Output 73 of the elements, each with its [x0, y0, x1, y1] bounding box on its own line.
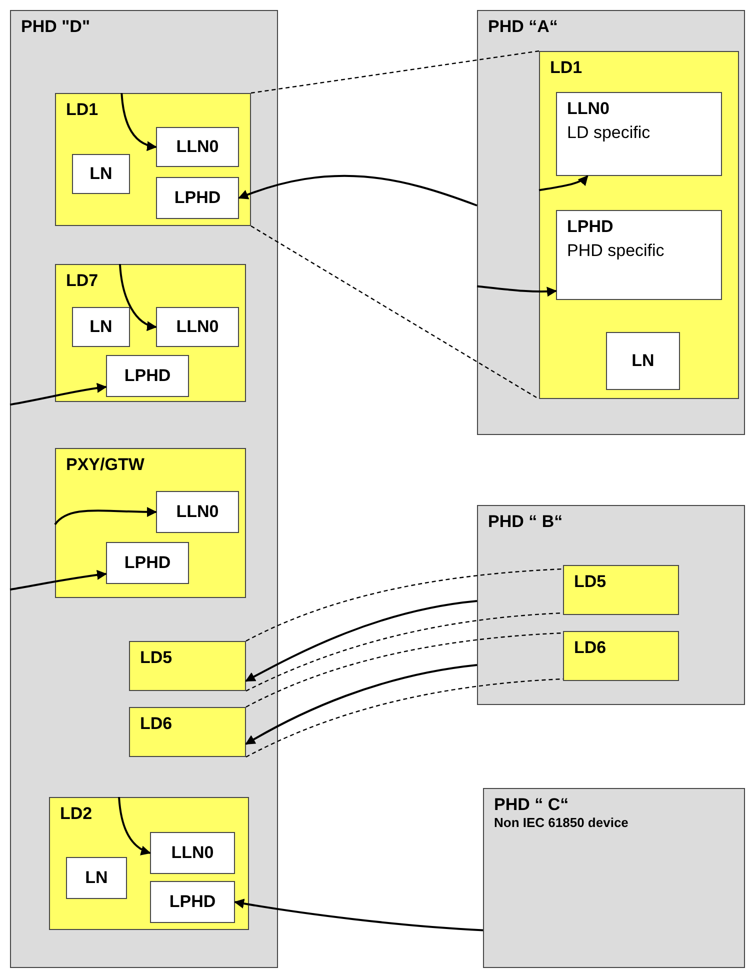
logical-node-box [156, 491, 239, 533]
box-title: LLN0 [176, 502, 219, 522]
logical-node-box [156, 177, 239, 219]
logical-node-box [72, 154, 130, 194]
box-title: PHD “A“ [488, 17, 559, 37]
box-subtitle: LD specific [567, 123, 652, 143]
box-title: PXY/GTW [66, 455, 146, 475]
box-title: LD5 [140, 648, 174, 668]
box-title: LD2 [60, 804, 94, 824]
box-title: LPHD [174, 188, 221, 208]
box-title: PHD “ C“ [494, 795, 570, 815]
box-title: LLN0 [567, 99, 610, 119]
box-title: LN [85, 868, 108, 888]
box-title: PHD “ B“ [488, 512, 564, 532]
box-title: LN [632, 351, 654, 371]
logical-node-box [106, 355, 189, 397]
logical-node-box [606, 332, 680, 390]
logical-device-box [563, 631, 679, 681]
logical-device-box [55, 448, 246, 598]
box-title: LN [90, 164, 112, 184]
arrow [10, 383, 107, 406]
logical-node-box [106, 542, 189, 584]
logical-device-box [49, 797, 249, 930]
dashed-line [246, 632, 564, 708]
arrow [54, 506, 157, 526]
box-title: LD1 [550, 58, 584, 78]
arrow [476, 285, 557, 297]
box-title: LD5 [574, 572, 608, 592]
logical-device-box [129, 707, 246, 757]
logical-node-box [556, 210, 722, 300]
logical-node-box [556, 92, 722, 176]
arrow [118, 264, 157, 330]
logical-node-box [150, 881, 235, 923]
dashed-line [250, 225, 540, 400]
logical-node-box [156, 307, 239, 347]
logical-node-box [72, 307, 130, 347]
arrow [10, 570, 107, 591]
box-title: LPHD [169, 892, 216, 912]
box-title: LLN0 [176, 317, 219, 337]
box-title: LD1 [66, 100, 100, 120]
arrow [118, 796, 151, 855]
device-panel [10, 10, 278, 968]
arrow [120, 92, 157, 150]
logical-device-box [55, 93, 251, 226]
box-title: LN [90, 317, 112, 337]
device-panel [483, 788, 745, 968]
logical-device-box [55, 264, 246, 402]
logical-node-box [66, 857, 127, 899]
box-subtitle: Non IEC 61850 device [494, 815, 630, 830]
logical-device-box [129, 641, 246, 691]
dashed-line [250, 50, 540, 94]
arrow [245, 664, 478, 745]
arrow [238, 174, 478, 206]
device-panel [477, 505, 745, 705]
arrow [234, 898, 484, 932]
logical-node-box [150, 832, 235, 874]
box-title: LD6 [140, 714, 174, 734]
logical-node-box [156, 127, 239, 167]
logical-device-box [563, 565, 679, 615]
box-title: LLN0 [176, 137, 219, 157]
box-title: LD6 [574, 638, 608, 658]
dashed-line [246, 568, 564, 642]
device-panel [477, 10, 745, 435]
box-title: LPHD [124, 553, 171, 573]
arrow [538, 175, 588, 192]
box-subtitle: PHD specific [567, 241, 666, 261]
arrow [245, 600, 478, 682]
box-title: LD7 [66, 271, 100, 291]
logical-device-box [539, 51, 739, 399]
box-title: LPHD [124, 366, 171, 386]
box-title: LLN0 [171, 843, 214, 863]
box-title: LPHD [567, 217, 614, 237]
box-title: PHD "D" [21, 17, 92, 37]
